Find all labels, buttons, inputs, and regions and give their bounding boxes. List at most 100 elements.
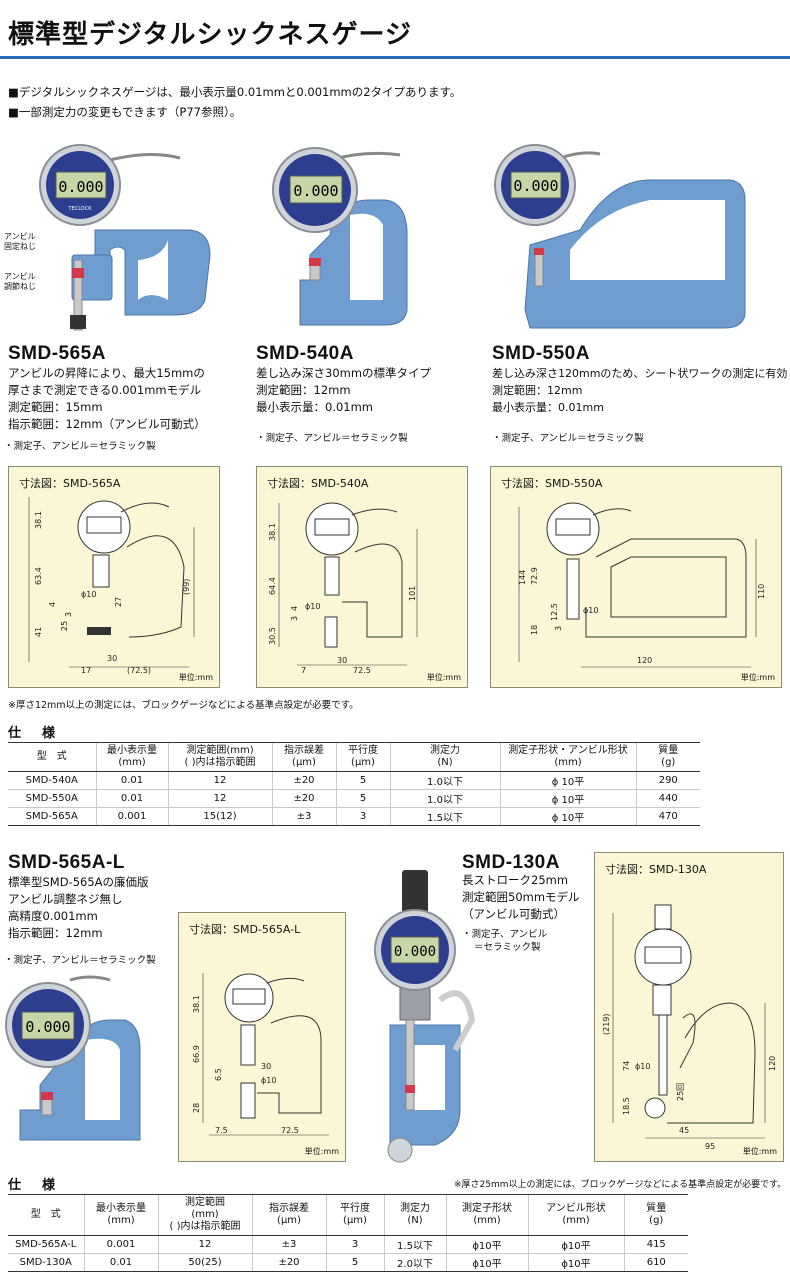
dim-smd-565a: 38.1 63.4 41 25 3 4 ϕ10 27 (99) 17 30 (7…	[8, 466, 220, 688]
spec-header-line: 測定子形状	[462, 1203, 512, 1214]
display-reading: 0.000	[513, 177, 558, 195]
spec-cell: 1.5以下	[389, 807, 500, 826]
page-title: 標準型デジタルシックネスゲージ	[8, 20, 412, 50]
dim-label: 寸法図：SMD-565A	[19, 477, 121, 490]
spec-header-line: (mm)	[107, 1215, 135, 1226]
note-thick12: ※厚さ12mm以上の測定には、ブロックゲージなどによる基準点設定が必要です。	[8, 700, 359, 711]
spec-header-cell: 質量(g)	[635, 742, 700, 772]
spec-header-line: (g)	[661, 757, 676, 768]
spec-header-cell: 測定子形状・アンビル形状(mm)	[499, 742, 636, 772]
desc-line: 標準型SMD-565Aの廉価版	[8, 875, 149, 889]
dim-label: 寸法図：SMD-565A-L	[189, 923, 301, 936]
smd-130a-photo: 0.000	[374, 870, 475, 1163]
callout-anvil-adjust-line2: 調節ねじ	[4, 282, 36, 291]
unit-label: 単位:mm	[178, 673, 213, 682]
note-smd-540a: ・測定子、アンビル＝セラミック製	[256, 433, 408, 444]
spec-header-line: ( )内は指示範囲	[184, 757, 256, 768]
spec-header-cell: 測定子形状(mm)	[445, 1194, 528, 1236]
dim-value: 12.5	[550, 603, 559, 621]
spec-cell: ϕ 10平	[499, 789, 636, 808]
spec-cell: 12	[157, 1235, 252, 1254]
spec-header-cell: 測定力(N)	[383, 1194, 446, 1236]
title-rule	[0, 56, 790, 59]
dim-value: 27	[114, 597, 123, 607]
dim-value: 101	[408, 586, 417, 601]
dim-smd-565a-l: 38.1 66.9 28 6.5 30 ϕ10 7.5 72.5 寸法図：SMD…	[178, 912, 346, 1162]
dim-value: 17	[81, 666, 91, 675]
dim-value: 110	[757, 584, 766, 599]
spec-header-line: (mm)	[473, 1215, 501, 1226]
spec-cell: SMD-550A	[8, 789, 96, 808]
spec-header-line: 測定力	[400, 1203, 430, 1214]
spec-cell: SMD-540A	[8, 771, 96, 790]
unit-label: 単位:mm	[426, 673, 461, 682]
dim-value: (72.5)	[127, 666, 151, 675]
dim-value: 120	[768, 1056, 777, 1071]
dim-value: 66.9	[192, 1045, 201, 1063]
unit-label: 単位:mm	[740, 673, 775, 682]
desc-line: 高精度0.001mm	[8, 909, 98, 923]
spec-cell: 1.0以下	[389, 771, 500, 790]
display-reading: 0.000	[394, 944, 436, 960]
dim-value: 38.1	[192, 995, 201, 1013]
spec-header-line: 型 式	[30, 1209, 61, 1220]
dim-value: 64.4	[268, 577, 277, 595]
callout-anvil-fix-line2: 固定ねじ	[4, 242, 36, 251]
spec-cell: ϕ10平	[445, 1235, 528, 1254]
desc-line: 指示範囲：12mm	[8, 926, 103, 940]
dim-value: 3	[64, 612, 73, 617]
dim-value: 7	[301, 666, 306, 675]
desc-smd-565a-l: 標準型SMD-565Aの廉価版 アンビル調整ネジ無し 高精度0.001mm 指示…	[8, 874, 149, 942]
spec-header-line: 質量	[658, 745, 679, 756]
unit-label: 単位:mm	[742, 1147, 777, 1156]
smd-550a-photo: 0.000	[494, 144, 746, 329]
spec-header-cell: 最小表示量(mm)	[83, 1194, 158, 1236]
brand-label: TECLOCK	[67, 206, 92, 212]
spec-header-cell: 平行度(μm)	[325, 1194, 384, 1236]
desc-smd-540a: 差し込み深さ30mmの標準タイプ 測定範囲：12mm 最小表示量：0.01mm	[256, 365, 431, 416]
smd-565a-l-photo: 0.000	[5, 975, 141, 1141]
spec-cell: 2.0以下	[383, 1253, 446, 1272]
spec-header-line: (μm)	[277, 1215, 301, 1226]
smd-565a-photo: 0.000 TECLOCK	[39, 144, 211, 331]
spec-cell: SMD-565A-L	[8, 1235, 84, 1254]
callout-anvil-adjust: アンビル 調節ねじ	[4, 272, 36, 292]
dim-value: 25回	[676, 1083, 685, 1101]
spec-cell: ±20	[251, 1253, 326, 1272]
spec-header-line: 測定範囲(mm)	[186, 745, 254, 756]
spec-header-line: 質量	[646, 1203, 667, 1214]
note-thick25: ※厚さ25mm以上の測定には、ブロックゲージなどによる基準点設定が必要です。	[454, 1180, 787, 1190]
desc-line: アンビル調整ネジ無し	[8, 892, 123, 906]
spec-cell: ±3	[271, 807, 336, 826]
desc-line: アンビルの昇降により、最大15mmの	[8, 366, 205, 380]
dim-value: 41	[34, 627, 43, 637]
spec-cell: 415	[623, 1235, 688, 1254]
spec-cell: ±20	[271, 789, 336, 808]
spec-cell: 3	[325, 1235, 384, 1254]
spec-cell: 3	[335, 807, 390, 826]
dim-value: ϕ10	[305, 602, 320, 611]
spec-header-line: アンビル形状	[546, 1203, 606, 1214]
dim-value: 144	[518, 570, 527, 585]
spec-header-line: 平行度	[340, 1203, 370, 1214]
spec-table-1: 型 式最小表示量(mm)測定範囲(mm)( )内は指示範囲指示誤差(μm)平行度…	[8, 742, 700, 826]
smd-540a-photo: 0.000	[272, 147, 408, 326]
dim-value: 72.5	[353, 666, 371, 675]
spec-cell: 470	[635, 807, 700, 826]
model-smd-540a: SMD-540A	[256, 343, 354, 364]
dim-value: 74	[622, 1061, 631, 1071]
model-smd-565a: SMD-565A	[8, 343, 106, 364]
spec-header-cell: 指示誤差(μm)	[271, 742, 336, 772]
spec-cell: ϕ10平	[445, 1253, 528, 1272]
unit-label: 単位:mm	[304, 1147, 339, 1156]
spec-cell: 0.001	[95, 807, 168, 826]
spec-header-line: (mm)	[554, 757, 582, 768]
dim-smd-550a: 144 72.9 18 12.5 3 ϕ10 110 120 寸法図：SMD-5…	[490, 466, 782, 688]
dim-value: 6.5	[214, 1068, 223, 1081]
desc-smd-550a: 差し込み深さ120mmのため、シート状ワークの測定に有効 測定範囲：12mm 最…	[492, 365, 787, 416]
model-smd-550a: SMD-550A	[492, 343, 590, 364]
note-smd-130a: ・測定子、アンビル ＝セラミック製	[462, 928, 547, 954]
spec-header-line: (N)	[437, 757, 453, 768]
